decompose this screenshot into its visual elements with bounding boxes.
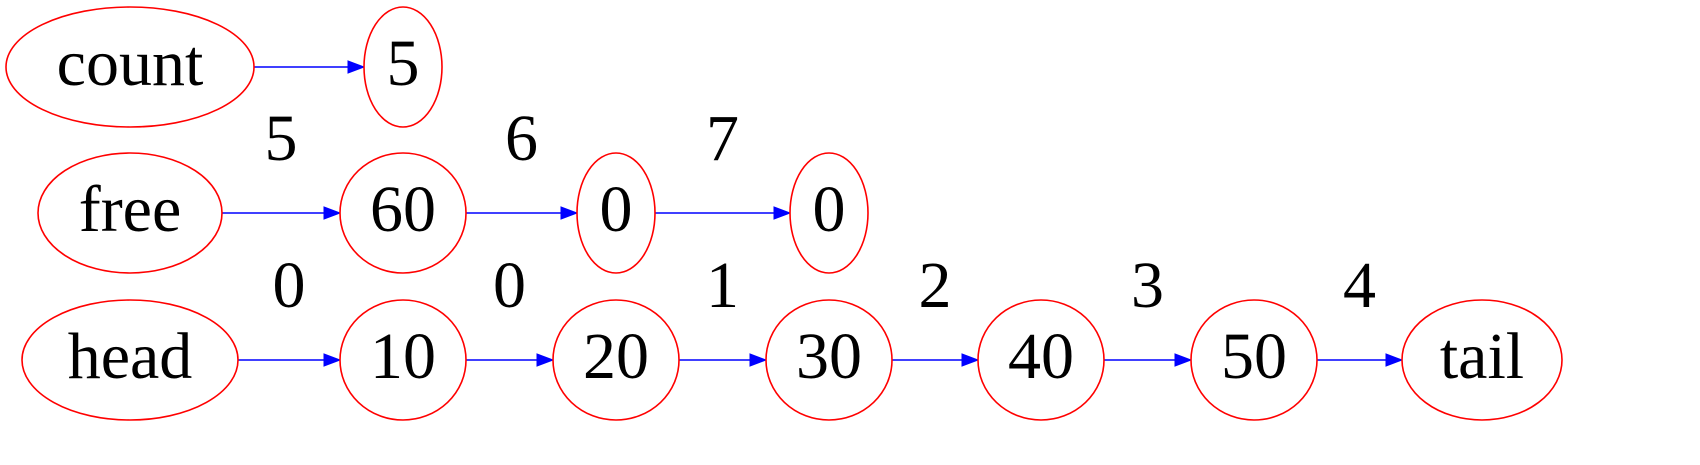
head-node-ellipse-2 (552, 299, 680, 421)
head-node-label-2: 20 (583, 320, 649, 393)
count-node-ellipse-1 (363, 6, 443, 128)
head-edge-5: 4 (1317, 249, 1404, 367)
free-node-2: 0 (576, 152, 656, 274)
count-arrowhead-0 (347, 60, 366, 74)
head-edge-label-5: 4 (1343, 249, 1376, 322)
row-count: count 5 (5, 6, 443, 128)
free-edge-label-0: 5 (265, 102, 298, 175)
free-node-label-2: 0 (600, 173, 633, 246)
head-arrowhead-3 (961, 353, 980, 367)
free-edge-0: 5 (222, 102, 342, 220)
head-edge-label-2: 1 (706, 249, 739, 322)
head-node-label-4: 40 (1008, 320, 1074, 393)
free-edge-2: 7 (655, 102, 792, 220)
head-node-ellipse-1 (339, 299, 467, 421)
head-edge-label-3: 2 (919, 249, 952, 322)
head-edge-label-0: 0 (273, 249, 306, 322)
count-edge-0 (254, 60, 366, 74)
head-node-3: 30 (765, 299, 893, 421)
head-node-ellipse-4 (977, 299, 1105, 421)
head-edge-label-1: 0 (493, 249, 526, 322)
head-arrowhead-0 (323, 353, 342, 367)
head-edge-label-4: 3 (1131, 249, 1164, 322)
head-arrowhead-2 (749, 353, 768, 367)
head-node-ellipse-0 (21, 299, 239, 421)
free-edge-label-1: 6 (505, 102, 538, 175)
free-edge-label-2: 7 (706, 102, 739, 175)
head-arrowhead-4 (1174, 353, 1193, 367)
count-node-1: 5 (363, 6, 443, 128)
count-node-label-0: count (57, 27, 204, 100)
free-node-label-0: free (79, 173, 182, 246)
free-node-ellipse-2 (576, 152, 656, 274)
free-edge-1: 6 (466, 102, 579, 220)
free-arrowhead-1 (560, 206, 579, 220)
head-edge-1: 0 (466, 249, 555, 367)
free-node-ellipse-0 (37, 152, 223, 274)
head-node-1: 10 (339, 299, 467, 421)
head-node-2: 20 (552, 299, 680, 421)
free-node-1: 60 (339, 152, 467, 274)
free-arrowhead-0 (323, 206, 342, 220)
free-node-ellipse-1 (339, 152, 467, 274)
count-node-0: count (5, 6, 255, 128)
head-node-label-5: 50 (1221, 320, 1287, 393)
head-edge-4: 3 (1104, 249, 1193, 367)
head-node-label-1: 10 (370, 320, 436, 393)
free-node-3: 0 (789, 152, 869, 274)
head-node-ellipse-6 (1401, 299, 1563, 421)
head-edge-0: 0 (238, 249, 342, 367)
head-arrowhead-5 (1385, 353, 1404, 367)
free-arrowhead-2 (773, 206, 792, 220)
count-node-label-1: 5 (387, 27, 420, 100)
free-node-label-3: 0 (813, 173, 846, 246)
free-node-ellipse-3 (789, 152, 869, 274)
count-node-ellipse-0 (5, 6, 255, 128)
free-node-label-1: 60 (370, 173, 436, 246)
head-edge-3: 2 (892, 249, 980, 367)
head-node-ellipse-5 (1190, 299, 1318, 421)
head-node-label-3: 30 (796, 320, 862, 393)
head-node-ellipse-3 (765, 299, 893, 421)
head-edge-2: 1 (679, 249, 768, 367)
free-node-0: free (37, 152, 223, 274)
head-node-label-0: head (68, 320, 193, 393)
head-node-5: 50 (1190, 299, 1318, 421)
head-node-label-6: tail (1440, 320, 1524, 393)
head-node-4: 40 (977, 299, 1105, 421)
head-node-6: tail (1401, 299, 1563, 421)
row-free: 5 6 7 free 60 0 0 (37, 102, 869, 274)
head-node-0: head (21, 299, 239, 421)
head-arrowhead-1 (536, 353, 555, 367)
row-head: 0 0 1 2 3 4 head 10 20 30 40 50 tail (21, 249, 1563, 421)
